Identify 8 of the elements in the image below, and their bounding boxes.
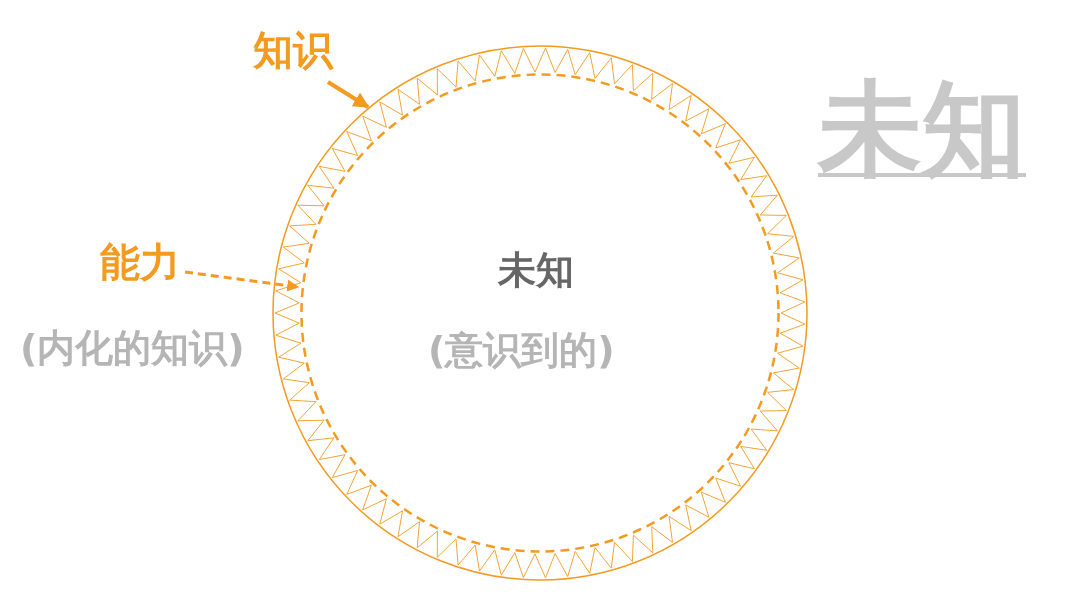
dashed-arrow xyxy=(184,270,300,292)
text-label: 未知 xyxy=(498,250,574,292)
arrow xyxy=(326,80,370,109)
subtitle-text: (意识到的) xyxy=(428,330,615,372)
text-label: 能力 xyxy=(100,240,180,284)
text-label: 知识 xyxy=(253,28,333,72)
heading-text: 未知 xyxy=(818,72,1026,187)
subtitle-text: (内化的知识) xyxy=(20,328,245,370)
